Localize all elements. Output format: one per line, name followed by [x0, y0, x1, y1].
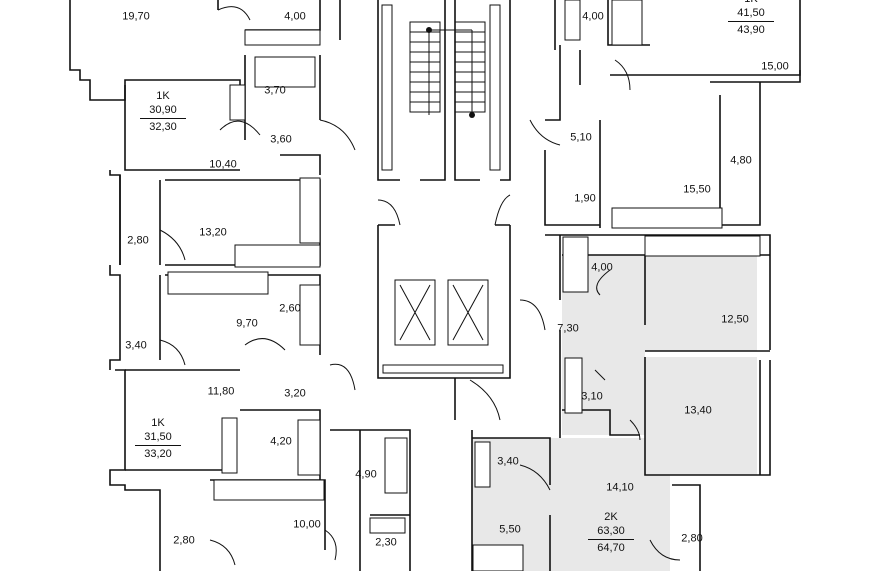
living-area: 41,50: [737, 7, 765, 19]
divider: [588, 539, 634, 540]
room-area-label: 15,50: [683, 183, 711, 196]
room-area-label: 2,60: [279, 302, 301, 315]
total-area: 32,30: [149, 121, 177, 133]
room-area-label: 15,00: [761, 60, 789, 73]
stair-core: [377, 0, 511, 420]
room-area-label: 9,70: [236, 317, 258, 330]
living-area: 31,50: [144, 431, 172, 443]
apartment-label-1k-a: 1K 30,90 32,30: [140, 89, 186, 134]
divider: [140, 118, 186, 119]
room-area-label: 12,50: [721, 313, 749, 326]
apartment-type: 2K: [604, 511, 618, 523]
room-area-label: 2,80: [681, 532, 703, 545]
room-area-label: 2,30: [375, 536, 397, 549]
apartment-label-1k-c: 1K 41,50 43,90: [728, 0, 774, 37]
room-area-label: 13,40: [684, 404, 712, 417]
apartment-type: 1K: [156, 90, 170, 102]
room-area-label: 3,70: [264, 84, 286, 97]
apartment-label-1k-b: 1K 31,50 33,20: [135, 416, 181, 461]
stair-flight: [409, 21, 486, 118]
room-area-label: 4,80: [730, 154, 752, 167]
total-area: 43,90: [737, 24, 765, 36]
room-area-label: 13,20: [199, 226, 227, 239]
room-area-label: 4,00: [591, 261, 613, 274]
room-area-label: 19,70: [122, 10, 150, 23]
apartment-label-2k: 2K 63,30 64,70: [588, 510, 634, 555]
room-area-label: 3,40: [497, 455, 519, 468]
room-area-label: 3,60: [270, 133, 292, 146]
fixtures: [167, 0, 761, 571]
room-area-label: 10,40: [209, 158, 237, 171]
elevator-shafts: [382, 279, 504, 374]
door-swings: [159, 6, 681, 566]
apartment-type: 1K: [744, 0, 757, 5]
room-area-label: 3,20: [284, 387, 306, 400]
room-area-label: 3,10: [581, 390, 603, 403]
room-area-label: 3,40: [125, 339, 147, 352]
apartment-type: 1K: [151, 417, 165, 429]
room-area-label: 1,90: [574, 192, 596, 205]
room-area-label: 4,20: [270, 435, 292, 448]
room-area-label: 4,00: [582, 10, 604, 23]
living-area: 63,30: [597, 525, 625, 537]
total-area: 33,20: [144, 448, 172, 460]
living-area: 30,90: [149, 104, 177, 116]
divider: [135, 445, 181, 446]
room-area-label: 2,80: [173, 534, 195, 547]
room-area-label: 4,90: [355, 468, 377, 481]
room-area-label: 7,30: [557, 322, 579, 335]
room-area-label: 5,50: [499, 523, 521, 536]
divider: [728, 21, 774, 22]
room-area-label: 11,80: [207, 385, 235, 398]
room-area-label: 4,00: [284, 10, 306, 23]
walls-left-block: [69, 0, 411, 571]
room-area-label: 10,00: [293, 518, 321, 531]
room-area-label: 14,10: [606, 481, 634, 494]
room-area-label: 5,10: [570, 131, 592, 144]
total-area: 64,70: [597, 542, 625, 554]
room-area-label: 2,80: [127, 234, 149, 247]
